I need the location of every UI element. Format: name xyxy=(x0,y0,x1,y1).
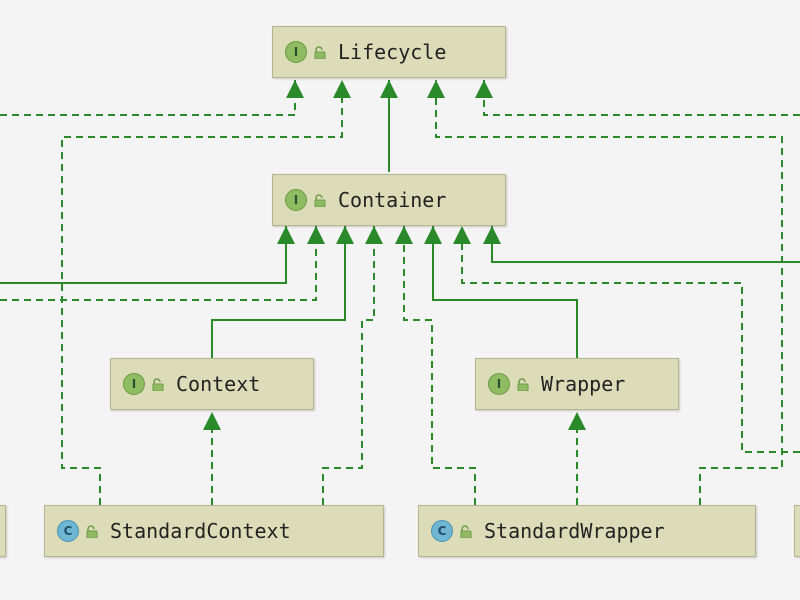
standardcontext-label: StandardContext xyxy=(110,519,291,543)
edge-context-to-container xyxy=(211,226,354,358)
interface-icon: I xyxy=(123,373,145,395)
edge-left-to-lifecycle xyxy=(0,80,304,116)
interface-icon: I xyxy=(285,189,307,211)
interface-icon: I xyxy=(285,41,307,63)
container-label: Container xyxy=(338,188,447,212)
lock-open-icon xyxy=(460,524,472,538)
edge-standardwrapper-to-lifecycle xyxy=(427,80,783,505)
wrapper-label: Wrapper xyxy=(541,372,626,396)
lifecycle-label: Lifecycle xyxy=(338,40,447,64)
lock-open-icon xyxy=(86,524,98,538)
edge-standardcontext-to-container xyxy=(322,226,383,505)
interface-icon: I xyxy=(488,373,510,395)
edge-right-to-lifecycle xyxy=(475,80,800,116)
class-icon: C xyxy=(57,520,79,542)
offscreen-node-right[interactable] xyxy=(794,505,800,557)
edge-right-dashed-to-container xyxy=(453,226,800,453)
edge-standardwrapper-dashed-to-container xyxy=(395,226,476,505)
lifecycle-node[interactable]: I Lifecycle xyxy=(272,26,506,78)
lock-open-icon xyxy=(314,45,326,59)
lock-open-icon xyxy=(314,193,326,207)
standardwrapper-node[interactable]: C StandardWrapper xyxy=(418,505,756,557)
context-label: Context xyxy=(176,372,261,396)
standardwrapper-label: StandardWrapper xyxy=(484,519,665,543)
lock-open-icon xyxy=(517,377,529,391)
edge-standardcontext-to-lifecycle xyxy=(61,80,351,505)
container-node[interactable]: I Container xyxy=(272,174,506,226)
standardcontext-node[interactable]: C StandardContext xyxy=(44,505,384,557)
edge-wrapper-to-container xyxy=(424,226,578,358)
edge-left-to-container xyxy=(0,226,295,284)
edge-left-dashed-to-container xyxy=(0,226,325,301)
context-node[interactable]: I Context xyxy=(110,358,314,410)
offscreen-node-left[interactable] xyxy=(0,505,6,557)
lock-open-icon xyxy=(152,377,164,391)
wrapper-node[interactable]: I Wrapper xyxy=(475,358,679,410)
class-icon: C xyxy=(431,520,453,542)
edge-right-to-container xyxy=(483,226,800,263)
